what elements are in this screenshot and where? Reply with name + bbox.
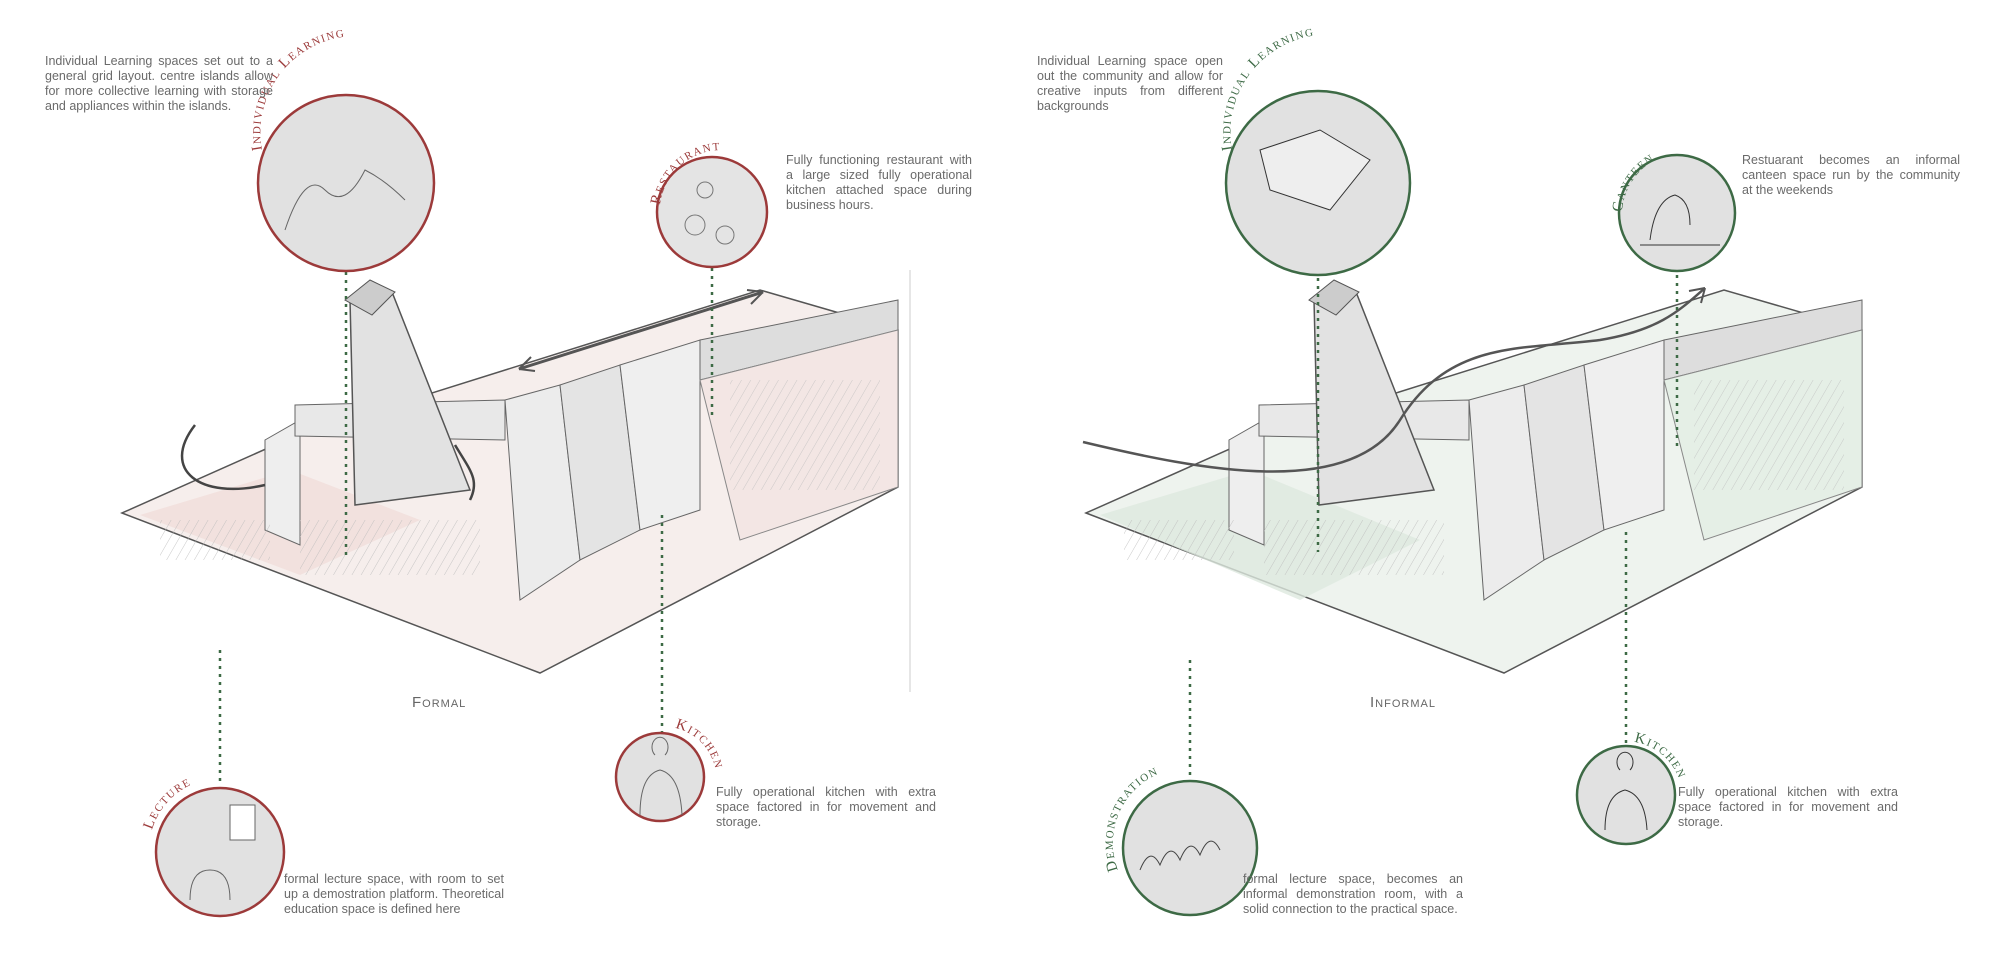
vignette-kitchen-informal: Kitchen	[1575, 730, 1689, 846]
vignette-demonstration: Demonstration	[1101, 763, 1259, 917]
informal-caption: Informal	[1370, 694, 1436, 711]
restaurant-description: Fully functioning restaurant with a larg…	[786, 153, 972, 212]
vignette-restaurant: Restaurant	[648, 138, 769, 269]
tower-roof	[1308, 279, 1360, 316]
formal-caption: Formal	[412, 694, 467, 711]
wall	[1228, 419, 1265, 546]
arrowhead	[1688, 287, 1706, 304]
canteen-description: Restuarant becomes an informal canteen s…	[1742, 153, 1960, 197]
vignette-canteen: Canteen	[1610, 149, 1737, 273]
informal-axonometric-building	[1082, 279, 1863, 674]
vignette-lecture: Lecture	[141, 774, 286, 918]
arrowhead	[518, 289, 764, 372]
vignette-individual-learning-informal: Individual Learning	[1218, 23, 1412, 277]
wall	[619, 339, 701, 531]
circulation-arrow	[518, 290, 764, 371]
tower-roof	[344, 279, 396, 316]
wall	[264, 419, 301, 546]
formal-axonometric-building	[120, 279, 899, 674]
flow-arrow	[180, 424, 266, 491]
flow-arrow	[453, 444, 476, 501]
leader-lines	[218, 268, 1679, 786]
wall	[1583, 339, 1665, 531]
kitchen-description: Fully operational kitchen with extra spa…	[1678, 785, 1898, 829]
vignette-individual-learning-formal: Individual Learning	[248, 25, 436, 273]
demonstration-description: formal lecture space, becomes an informa…	[1243, 872, 1463, 916]
individual-learning-description: Individual Learning spaces set out to a …	[45, 54, 273, 113]
individual-learning-description: Individual Learning space open out the c…	[1037, 54, 1223, 113]
vignette-kitchen-formal: Kitchen	[614, 716, 726, 823]
kitchen-description: Fully operational kitchen with extra spa…	[716, 785, 936, 829]
lecture-description: formal lecture space, with room to set u…	[284, 872, 504, 916]
circulation-arrow	[1082, 287, 1706, 473]
